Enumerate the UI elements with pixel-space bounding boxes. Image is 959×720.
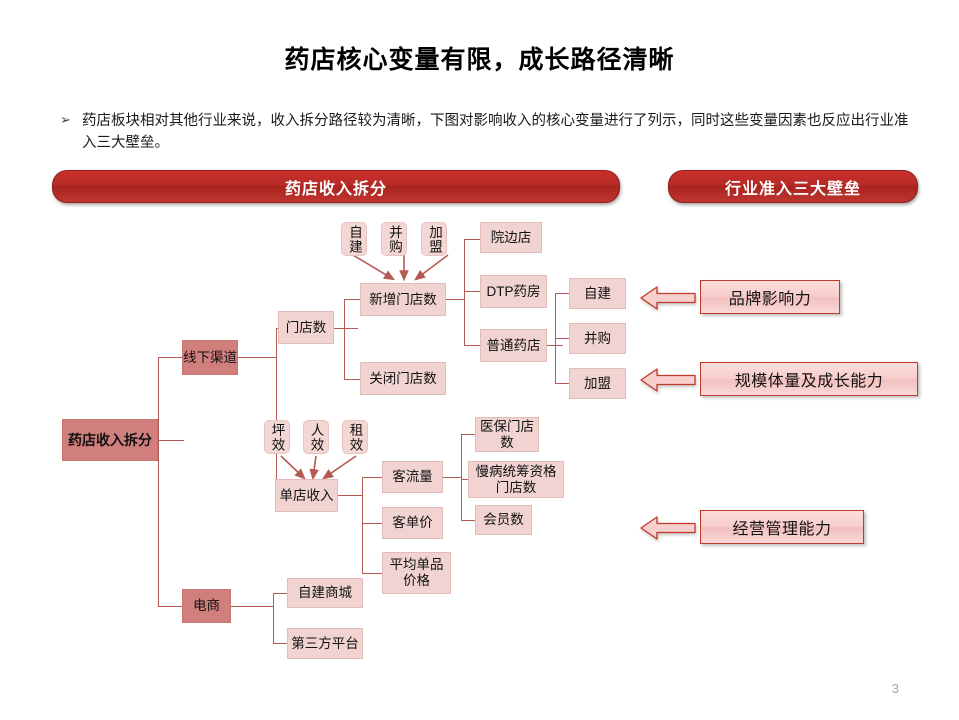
connector	[461, 434, 475, 436]
node-store-type-dtp[interactable]: DTP药房	[480, 275, 547, 308]
connector	[464, 239, 480, 241]
node-new-store-method-self-build[interactable]: 自建	[341, 222, 367, 256]
connector	[446, 299, 464, 301]
connector	[344, 299, 360, 301]
connector	[362, 573, 382, 575]
arrows-new-store-methods	[352, 254, 449, 282]
node-efficiency-area[interactable]: 坪效	[264, 420, 290, 454]
connector	[362, 523, 382, 525]
connector	[338, 495, 362, 497]
node-own-mall[interactable]: 自建商城	[287, 578, 363, 608]
connector	[464, 345, 480, 347]
efficiency-rent-label: 租效	[347, 422, 363, 452]
char-2: 并购	[387, 224, 402, 254]
connector	[555, 338, 569, 340]
node-new-store-method-franchise[interactable]: 加盟	[421, 222, 447, 256]
node-common-method-acquisition[interactable]: 并购	[569, 323, 626, 354]
node-store-count[interactable]: 门店数	[278, 311, 334, 344]
connector	[461, 434, 463, 520]
callout-scale-and-growth[interactable]: 规模体量及成长能力	[700, 362, 918, 396]
connector	[158, 357, 182, 359]
arrows-efficiency-metrics	[280, 455, 357, 481]
node-avg-unit-price[interactable]: 平均单品价格	[382, 552, 451, 594]
node-efficiency-rent[interactable]: 租效	[342, 420, 368, 454]
bullet-paragraph: ➢ 药店板块相对其他行业来说，收入拆分路径较为清晰，下图对影响收入的核心变量进行…	[60, 110, 910, 154]
node-member-count[interactable]: 会员数	[475, 505, 532, 535]
node-avg-transaction-value[interactable]: 客单价	[382, 507, 443, 539]
connector	[461, 520, 475, 522]
connector	[273, 593, 287, 595]
connector	[276, 328, 278, 495]
connector	[238, 357, 276, 359]
connector	[231, 606, 273, 608]
connector	[464, 291, 480, 293]
bullet-arrow-icon: ➢	[60, 112, 71, 127]
node-offline-channel[interactable]: 线下渠道	[182, 340, 238, 375]
node-customer-traffic[interactable]: 客流量	[382, 461, 443, 493]
connector	[555, 383, 569, 385]
char-1: 自建	[347, 224, 362, 254]
node-new-stores[interactable]: 新增门店数	[360, 283, 446, 316]
node-efficiency-labor[interactable]: 人效	[303, 420, 329, 454]
efficiency-area-label: 坪效	[269, 422, 285, 452]
node-ecommerce-channel[interactable]: 电商	[182, 589, 231, 623]
node-insurance-store-count[interactable]: 医保门店数	[475, 417, 539, 452]
node-common-method-self-build[interactable]: 自建	[569, 278, 626, 309]
callout-brand-influence[interactable]: 品牌影响力	[700, 280, 840, 314]
efficiency-labor-label: 人效	[308, 422, 324, 452]
arrow-left-icon-management	[640, 516, 696, 540]
connector	[362, 477, 382, 479]
arrow-left-icon-brand	[640, 286, 696, 310]
connector	[158, 357, 160, 607]
connector	[158, 440, 184, 442]
node-root-revenue-breakdown[interactable]: 药店收入拆分	[62, 419, 158, 461]
connector	[344, 299, 346, 379]
node-closed-stores[interactable]: 关闭门店数	[360, 362, 446, 395]
connector	[344, 379, 360, 381]
page-title: 药店核心变量有限，成长路径清晰	[284, 46, 675, 74]
char-3: 加盟	[427, 224, 442, 254]
connector	[158, 606, 182, 608]
node-store-type-hospital-side[interactable]: 院边店	[480, 222, 542, 253]
connector	[362, 477, 364, 573]
node-chronic-disease-store-count[interactable]: 慢病统筹资格门店数	[468, 461, 564, 498]
callout-operational-management[interactable]: 经营管理能力	[700, 510, 864, 544]
node-single-store-revenue[interactable]: 单店收入	[275, 479, 338, 512]
page-number: 3	[891, 681, 899, 696]
connector	[443, 477, 461, 479]
connector	[273, 643, 287, 645]
arrow-left-icon-scale	[640, 368, 696, 392]
bullet-text: 药店板块相对其他行业来说，收入拆分路径较为清晰，下图对影响收入的核心变量进行了列…	[82, 113, 909, 151]
connector	[273, 593, 275, 643]
connector	[334, 328, 358, 330]
banner-revenue-breakdown: 药店收入拆分	[52, 170, 620, 203]
banner-industry-barriers: 行业准入三大壁垒	[668, 170, 918, 203]
node-new-store-method-acquisition[interactable]: 并购	[381, 222, 407, 256]
connector	[555, 293, 569, 295]
node-third-party-platform[interactable]: 第三方平台	[287, 628, 363, 659]
node-store-type-common[interactable]: 普通药店	[480, 329, 547, 362]
node-common-method-franchise[interactable]: 加盟	[569, 368, 626, 399]
